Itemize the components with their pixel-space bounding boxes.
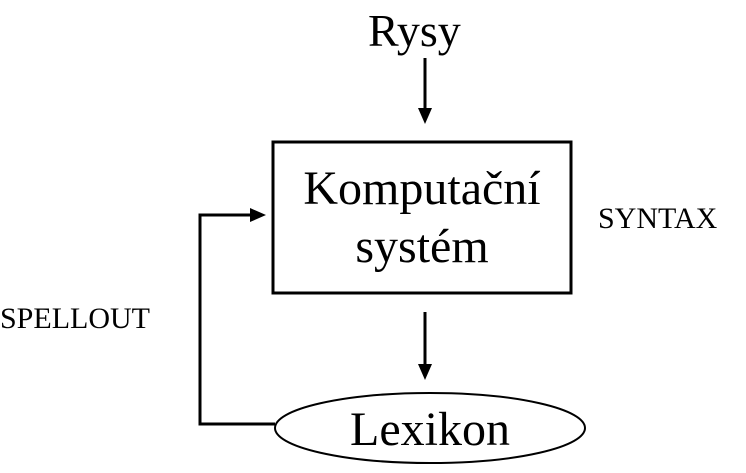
lexicon-label: Lexikon <box>350 402 510 456</box>
computational-system-line1: Komputační <box>303 161 541 215</box>
rysy-to-system-arrowhead <box>418 108 432 124</box>
computational-system-line2: systém <box>355 219 489 273</box>
computational-system-box <box>271 140 573 295</box>
computational-system-label: Komputační systém <box>273 142 571 293</box>
syntax-label: SYNTAX <box>598 202 718 235</box>
spellout-feedback-line <box>198 213 275 426</box>
spellout-label: SPELLOUT <box>0 302 150 335</box>
lexicon-ellipse <box>274 392 586 464</box>
spellout-feedback-arrowhead <box>250 208 266 222</box>
rysy-node-label: Rysy <box>368 5 461 56</box>
system-to-lexicon-arrowhead <box>418 364 432 380</box>
